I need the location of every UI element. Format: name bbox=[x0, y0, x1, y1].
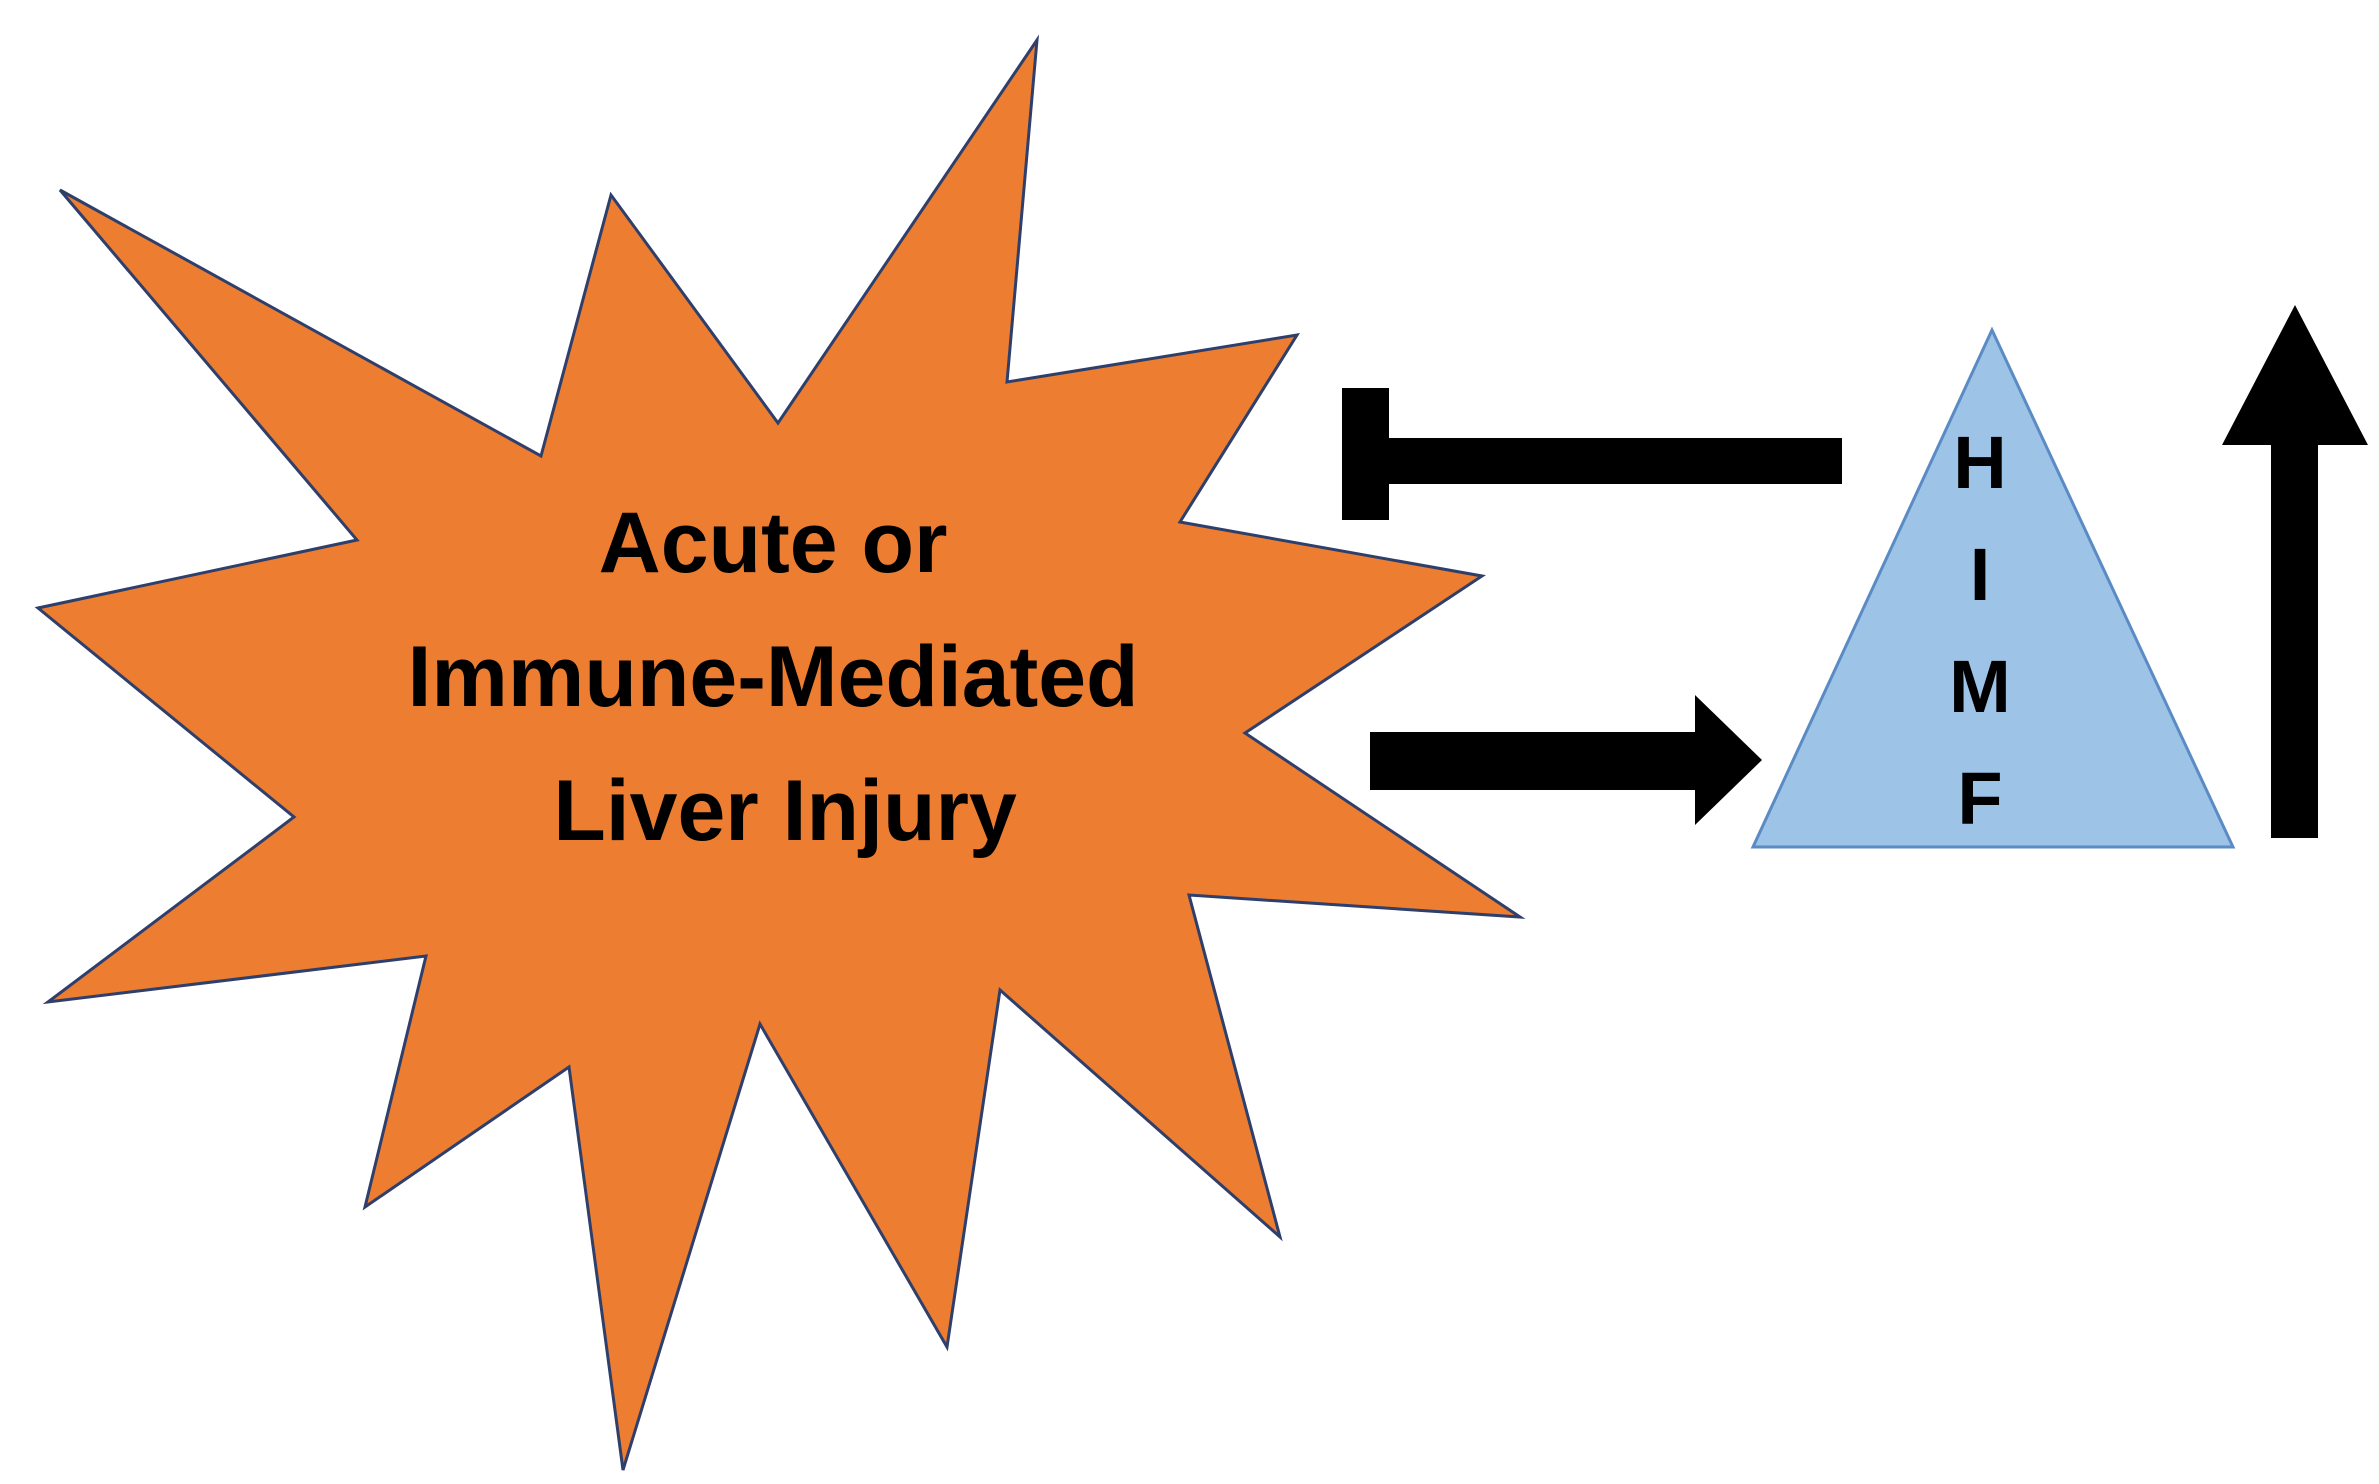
increase-arrow bbox=[2222, 305, 2368, 838]
himf-letter-m: M bbox=[1949, 645, 2011, 728]
himf-letter-h: H bbox=[1953, 421, 2006, 504]
injury-burst-shape bbox=[34, 34, 1526, 1471]
injury-label: Acute or Immune-Mediated Liver Injury bbox=[408, 495, 1163, 859]
injury-label-line-1: Acute or bbox=[599, 495, 948, 591]
inhibition-arrow-bar bbox=[1342, 388, 1389, 520]
inhibition-arrow bbox=[1342, 388, 1842, 520]
activation-arrow bbox=[1370, 695, 1762, 825]
himf-letter-i: I bbox=[1970, 533, 1991, 616]
himf-letter-f: F bbox=[1957, 757, 2002, 840]
injury-label-line-2: Immune-Mediated bbox=[408, 629, 1139, 725]
injury-label-line-3: Liver Injury bbox=[553, 763, 1017, 859]
inhibition-arrow-shaft bbox=[1370, 438, 1842, 484]
himf-triangle-shape bbox=[1750, 326, 2236, 849]
